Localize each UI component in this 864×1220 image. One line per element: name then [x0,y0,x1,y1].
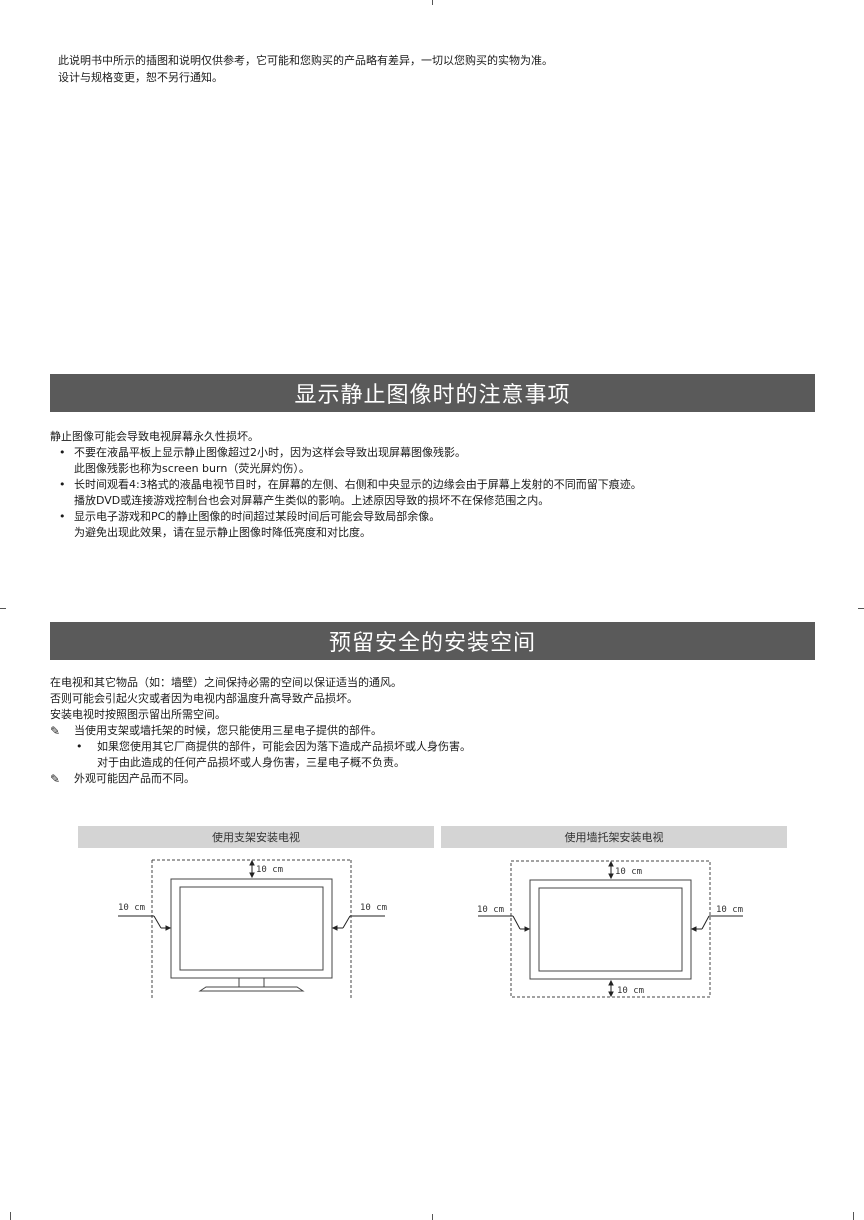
list-item: • 长时间观看4:3格式的液晶电视节目时，在屏幕的左侧、右侧和中央显示的边缘会由… [50,477,642,493]
tv-with-stand [170,878,333,992]
wall-diagram-header: 使用墙托架安装电视 [441,826,787,848]
tv-wall-mounted [529,879,692,980]
crop-mark [853,1212,854,1220]
clearance-label-left: 10 cm [477,905,504,915]
bullet-icon: • [59,478,66,491]
list-item: • 显示电子游戏和PC的静止图像的时间超过某段时间后可能会导致局部余像。 [50,509,642,525]
bullet-icon: • [59,510,66,523]
clearance-boundary [510,860,711,998]
clearance-arrows [478,860,743,998]
paragraph-line: 否则可能会引起火灾或者因为电视内部温度升高导致产品损坏。 [50,692,358,705]
bullet-continuation: 为避免出现此效果，请在显示静止图像时降低亮度和对比度。 [74,526,371,539]
bullet-text: 长时间观看4:3格式的液晶电视节目时，在屏幕的左侧、右侧和中央显示的边缘会由于屏… [74,478,642,491]
bullet-continuation: 播放DVD或连接游戏控制台也会对屏幕产生类似的影响。上述原因导致的损坏不在保修范… [74,494,550,507]
clearance-label-top: 10 cm [256,865,283,875]
clearance-label-bottom: 10 cm [617,986,644,996]
still-image-warning: 静止图像可能会导致电视屏幕永久性损坏。 • 不要在液晶平板上显示静止图像超过2小… [50,429,642,541]
installation-space-text: 在电视和其它物品（如：墙壁）之间保持必需的空间以保证适当的通风。 否则可能会引起… [50,675,471,787]
bullet-text: 不要在液晶平板上显示静止图像超过2小时，因为这样会导致出现屏幕图像残影。 [74,446,466,459]
bullet-continuation: 此图像残影也称为screen burn（荧光屏灼伤）。 [74,462,310,475]
bullet-continuation: 对于由此造成的任何产品损坏或人身伤害，三星电子概不负责。 [97,756,405,769]
section-title: 显示静止图像时的注意事项 [294,383,571,408]
crop-mark [0,608,6,609]
note-text: 外观可能因产品而不同。 [74,772,195,785]
section-title-banner: 显示静止图像时的注意事项 [50,374,815,412]
pencil-note-icon: ✎ [50,772,61,786]
note-text: 当使用支架或墙托架的时候，您只能使用三星电子提供的部件。 [74,724,382,737]
crop-mark [10,1212,11,1220]
note-item: ✎ 当使用支架或墙托架的时候，您只能使用三星电子提供的部件。 [50,723,471,739]
paragraph-line: 安装电视时按照图示留出所需空间。 [50,708,226,721]
stand-installation-diagram: 10 cm 10 cm 10 cm [118,859,387,1000]
clearance-label-right: 10 cm [360,903,387,913]
pencil-note-icon: ✎ [50,724,61,738]
list-item: • 如果您使用其它厂商提供的部件，可能会因为落下造成产品损坏或人身伤害。 [50,739,471,755]
clearance-arrows [118,859,385,931]
note-item: ✎ 外观可能因产品而不同。 [50,771,471,787]
crop-mark [432,0,433,5]
intro-line: 此说明书中所示的插图和说明仅供参考，它可能和您购买的产品略有差异，一切以您购买的… [58,54,553,67]
section-title-banner: 预留安全的安装空间 [50,622,815,660]
clearance-boundary [151,859,352,1000]
bullet-text: 显示电子游戏和PC的静止图像的时间超过某段时间后可能会导致局部余像。 [74,510,441,523]
list-item: • 不要在液晶平板上显示静止图像超过2小时，因为这样会导致出现屏幕图像残影。 [50,445,642,461]
stand-diagram-header: 使用支架安装电视 [78,826,434,848]
intro-line: 设计与规格变更，恕不另行通知。 [58,71,223,84]
clearance-label-right: 10 cm [716,905,743,915]
clearance-label-left: 10 cm [118,903,145,913]
crop-mark [432,1214,433,1220]
diagram-title: 使用墙托架安装电视 [564,831,664,844]
intro-text: 此说明书中所示的插图和说明仅供参考，它可能和您购买的产品略有差异，一切以您购买的… [58,52,553,86]
clearance-label-top: 10 cm [615,867,642,877]
bullet-text: 如果您使用其它厂商提供的部件，可能会因为落下造成产品损坏或人身伤害。 [97,740,471,753]
bullet-icon: • [59,446,66,459]
wall-installation-diagram: 10 cm 10 cm 10 cm 10 cm [477,860,743,998]
section-lead: 静止图像可能会导致电视屏幕永久性损坏。 [50,430,259,443]
bullet-icon: • [76,740,83,753]
diagram-title: 使用支架安装电视 [212,831,300,844]
section-title: 预留安全的安装空间 [328,631,536,656]
crop-mark [858,608,864,609]
paragraph-line: 在电视和其它物品（如：墙壁）之间保持必需的空间以保证适当的通风。 [50,676,402,689]
